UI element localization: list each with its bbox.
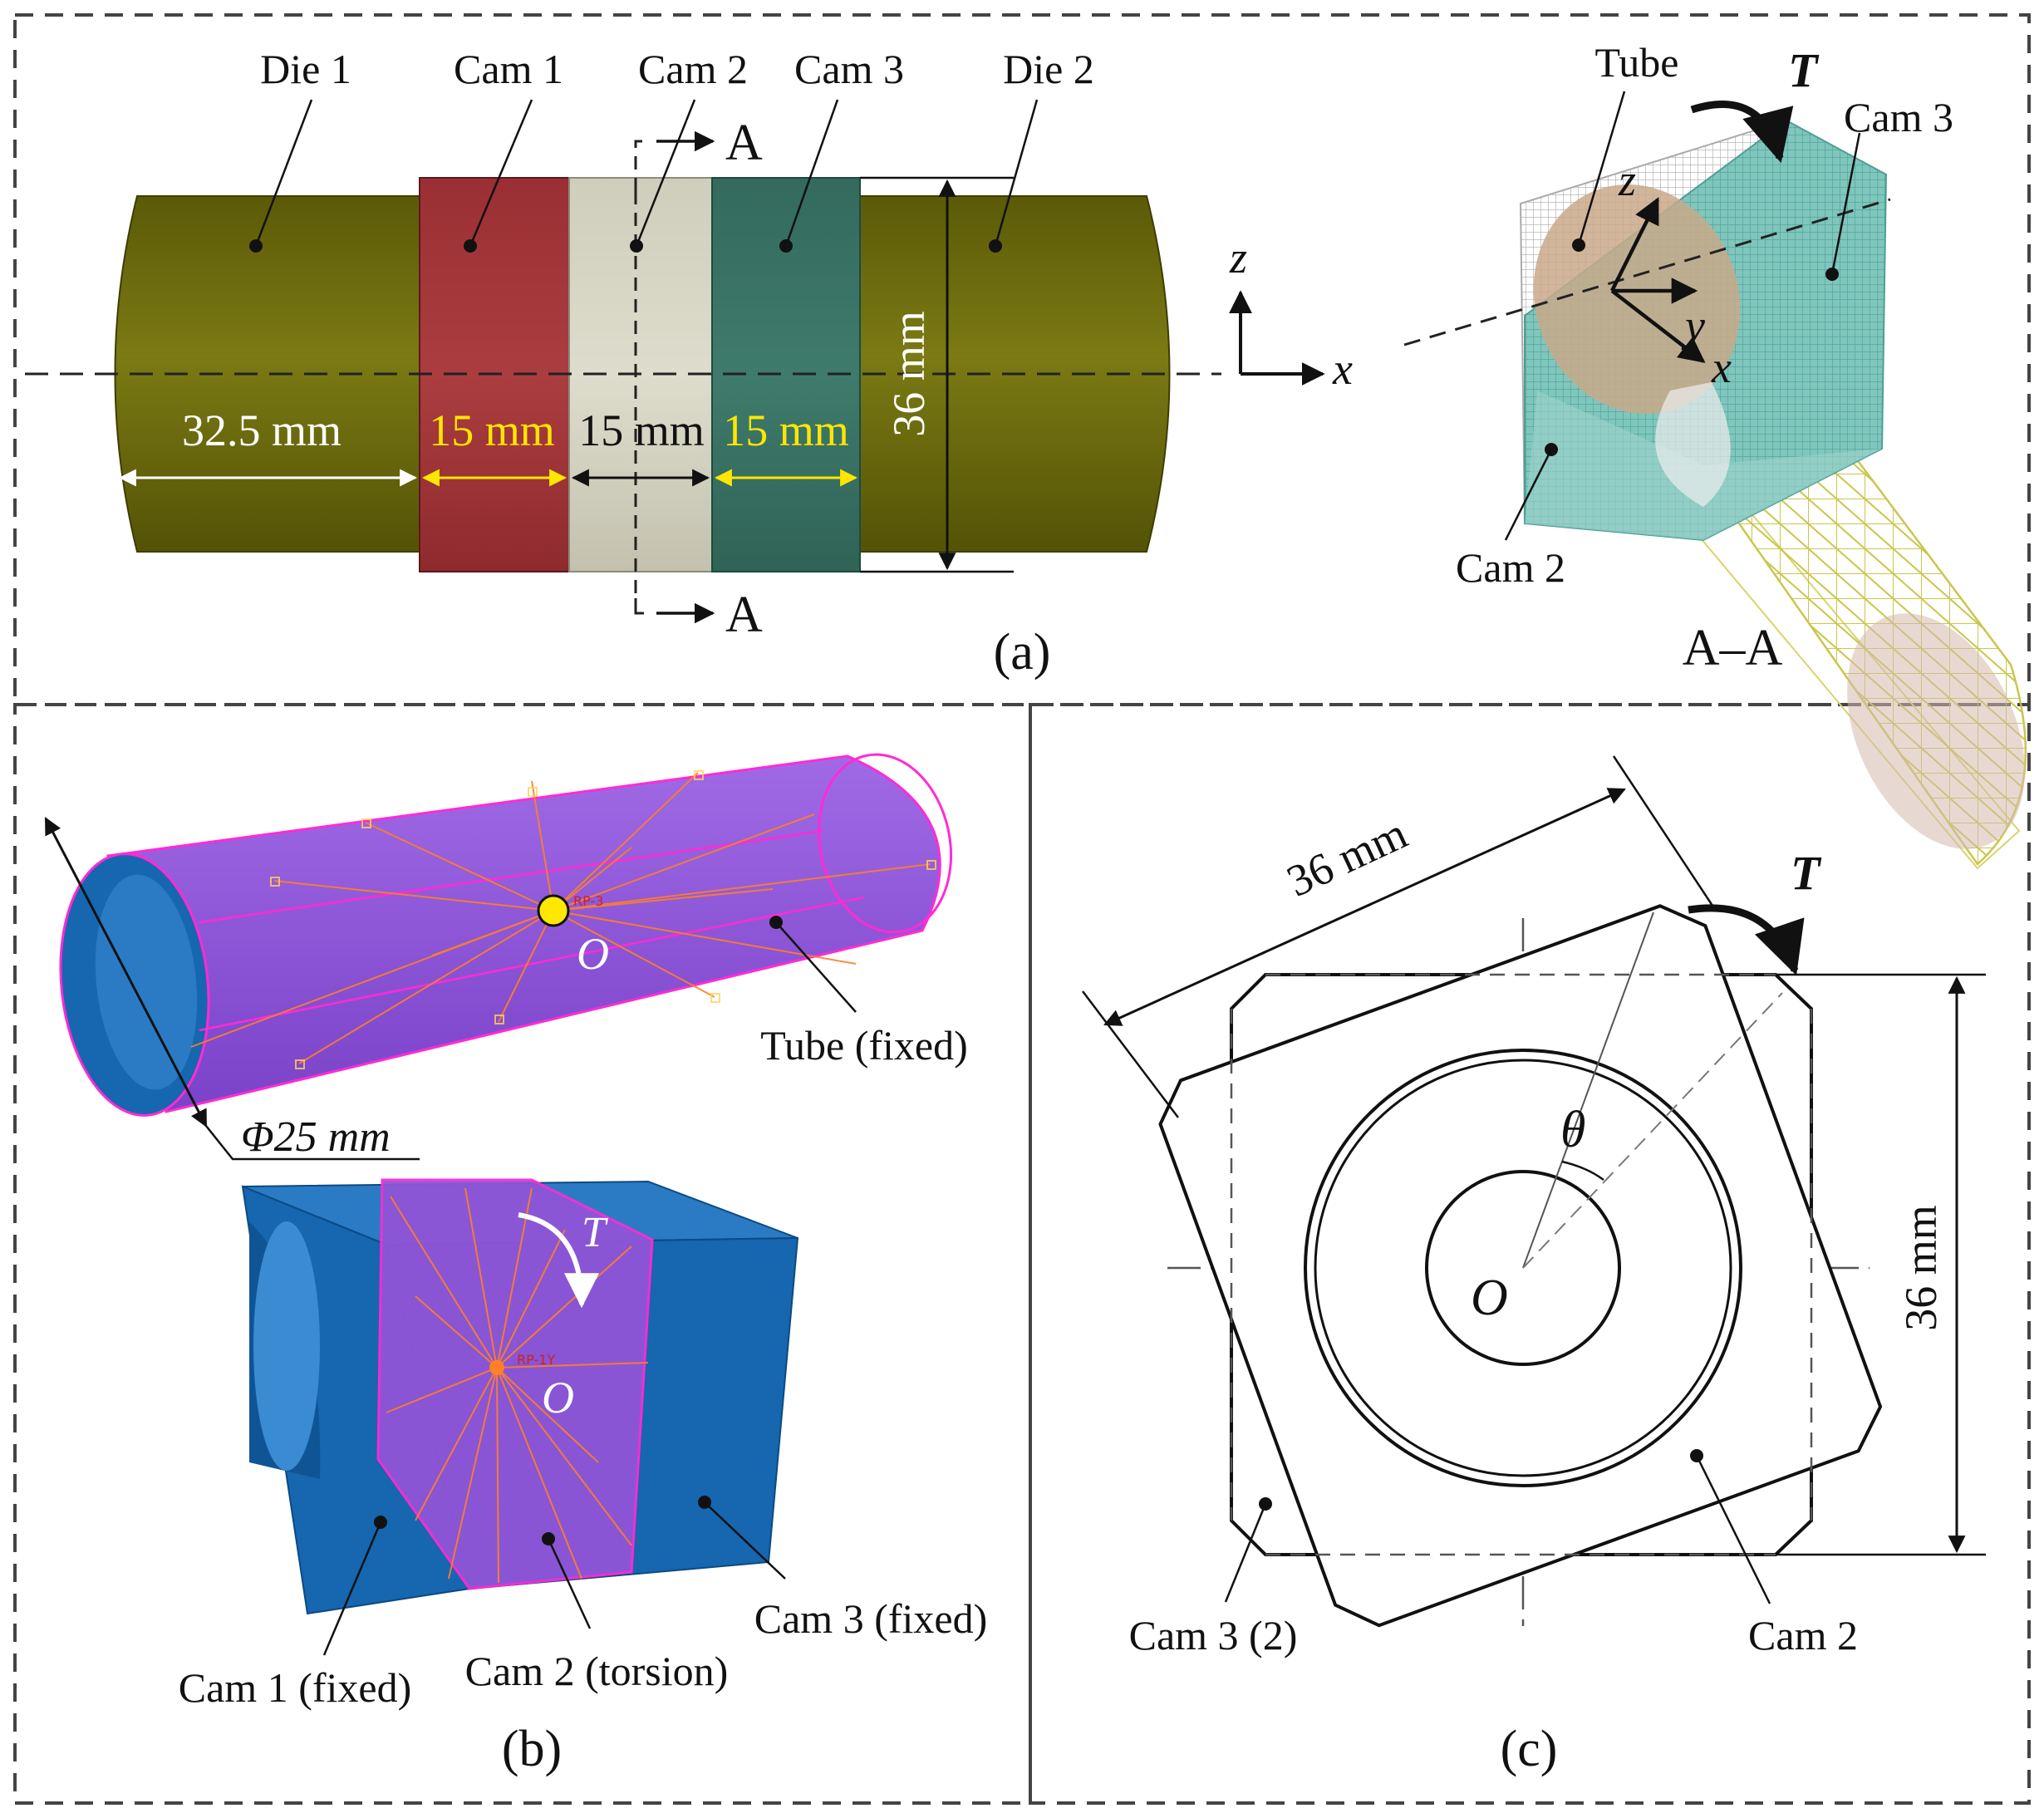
dim-height-a: 36 mm [884,311,934,437]
tube-far-end [817,753,953,934]
section-mark-bottom: A [725,587,763,643]
cam-3-2-label: Cam 3 (2) [1129,1612,1298,1658]
coupling-rays-cam [386,1187,649,1584]
caption-c: (c) [1501,1721,1558,1777]
cam-3-fixed-label: Cam 3 (fixed) [754,1595,987,1642]
dim-cam2-width: 15 mm [578,405,705,455]
diameter-label: Φ25 mm [241,1113,391,1161]
section-view-a-a: z y x T Tube Cam 3 Cam 2 A–A [1403,39,2027,870]
panel-b: RP-3 O Φ25 mm Tube (fixed) RP-1Y T O [44,753,987,1777]
axis-x-label: x [1332,344,1353,394]
panel-frames [13,13,2031,1805]
label-cam-1: Cam 1 [454,46,563,92]
section-torque: T [1788,43,1820,97]
label-cam-3: Cam 3 [794,46,904,92]
axis-z-label: z [1229,233,1247,283]
axis-triad-a: z x [1229,233,1353,394]
section-axis-x: x [1711,342,1732,392]
tube-label: Tube (fixed) [760,1022,968,1069]
dim-vertical: 36 mm [1896,1205,1946,1331]
theta-label: θ [1560,1102,1585,1158]
origin-cam: O [542,1373,574,1422]
caption-b: (b) [502,1721,562,1777]
dim-cam1-width: 15 mm [429,405,555,455]
rp-tube: RP-3 [573,893,603,909]
dim-cam3-width: 15 mm [723,405,849,455]
label-die-2: Die 2 [1003,46,1094,92]
cam-2-torsion-label: Cam 2 (torsion) [465,1648,729,1694]
panel-a: A A 36 mm 32.5 mm 15 mm 15 mm 15 mm [25,39,2027,870]
torque-c: T [1791,846,1822,900]
section-label-cam-2: Cam 2 [1456,544,1565,591]
die-1-body [114,195,420,553]
section-label-tube: Tube [1595,39,1679,86]
coupling-rays-tube [190,772,931,1064]
section-axis-z: z [1618,155,1636,205]
section-axis-y: y [1681,301,1705,351]
origin-tube: O [577,929,609,979]
section-label-cam-3: Cam 3 [1844,94,1953,140]
rp-cam: RP-1Y [517,1352,555,1368]
cam-1-fixed-label: Cam 1 (fixed) [179,1664,411,1711]
label-cam-2: Cam 2 [638,46,748,92]
cam-2-rotated [1158,904,1883,1628]
caption-a: (a) [994,624,1051,681]
cam-2-label-c: Cam 2 [1748,1612,1858,1658]
label-die-1: Die 1 [260,46,351,92]
section-title: A–A [1683,620,1783,676]
section-mark-top: A [725,115,763,171]
dim-diagonal: 36 mm [1280,808,1415,906]
cam-torque: T [582,1209,608,1256]
panel-c: θ O 36 mm 36 mm T Cam 3 (2) Cam 2 (c) [1082,755,1986,1777]
origin-c: O [1471,1270,1508,1326]
tube-reference-point [537,894,570,927]
dim-die-width: 32.5 mm [182,405,341,455]
